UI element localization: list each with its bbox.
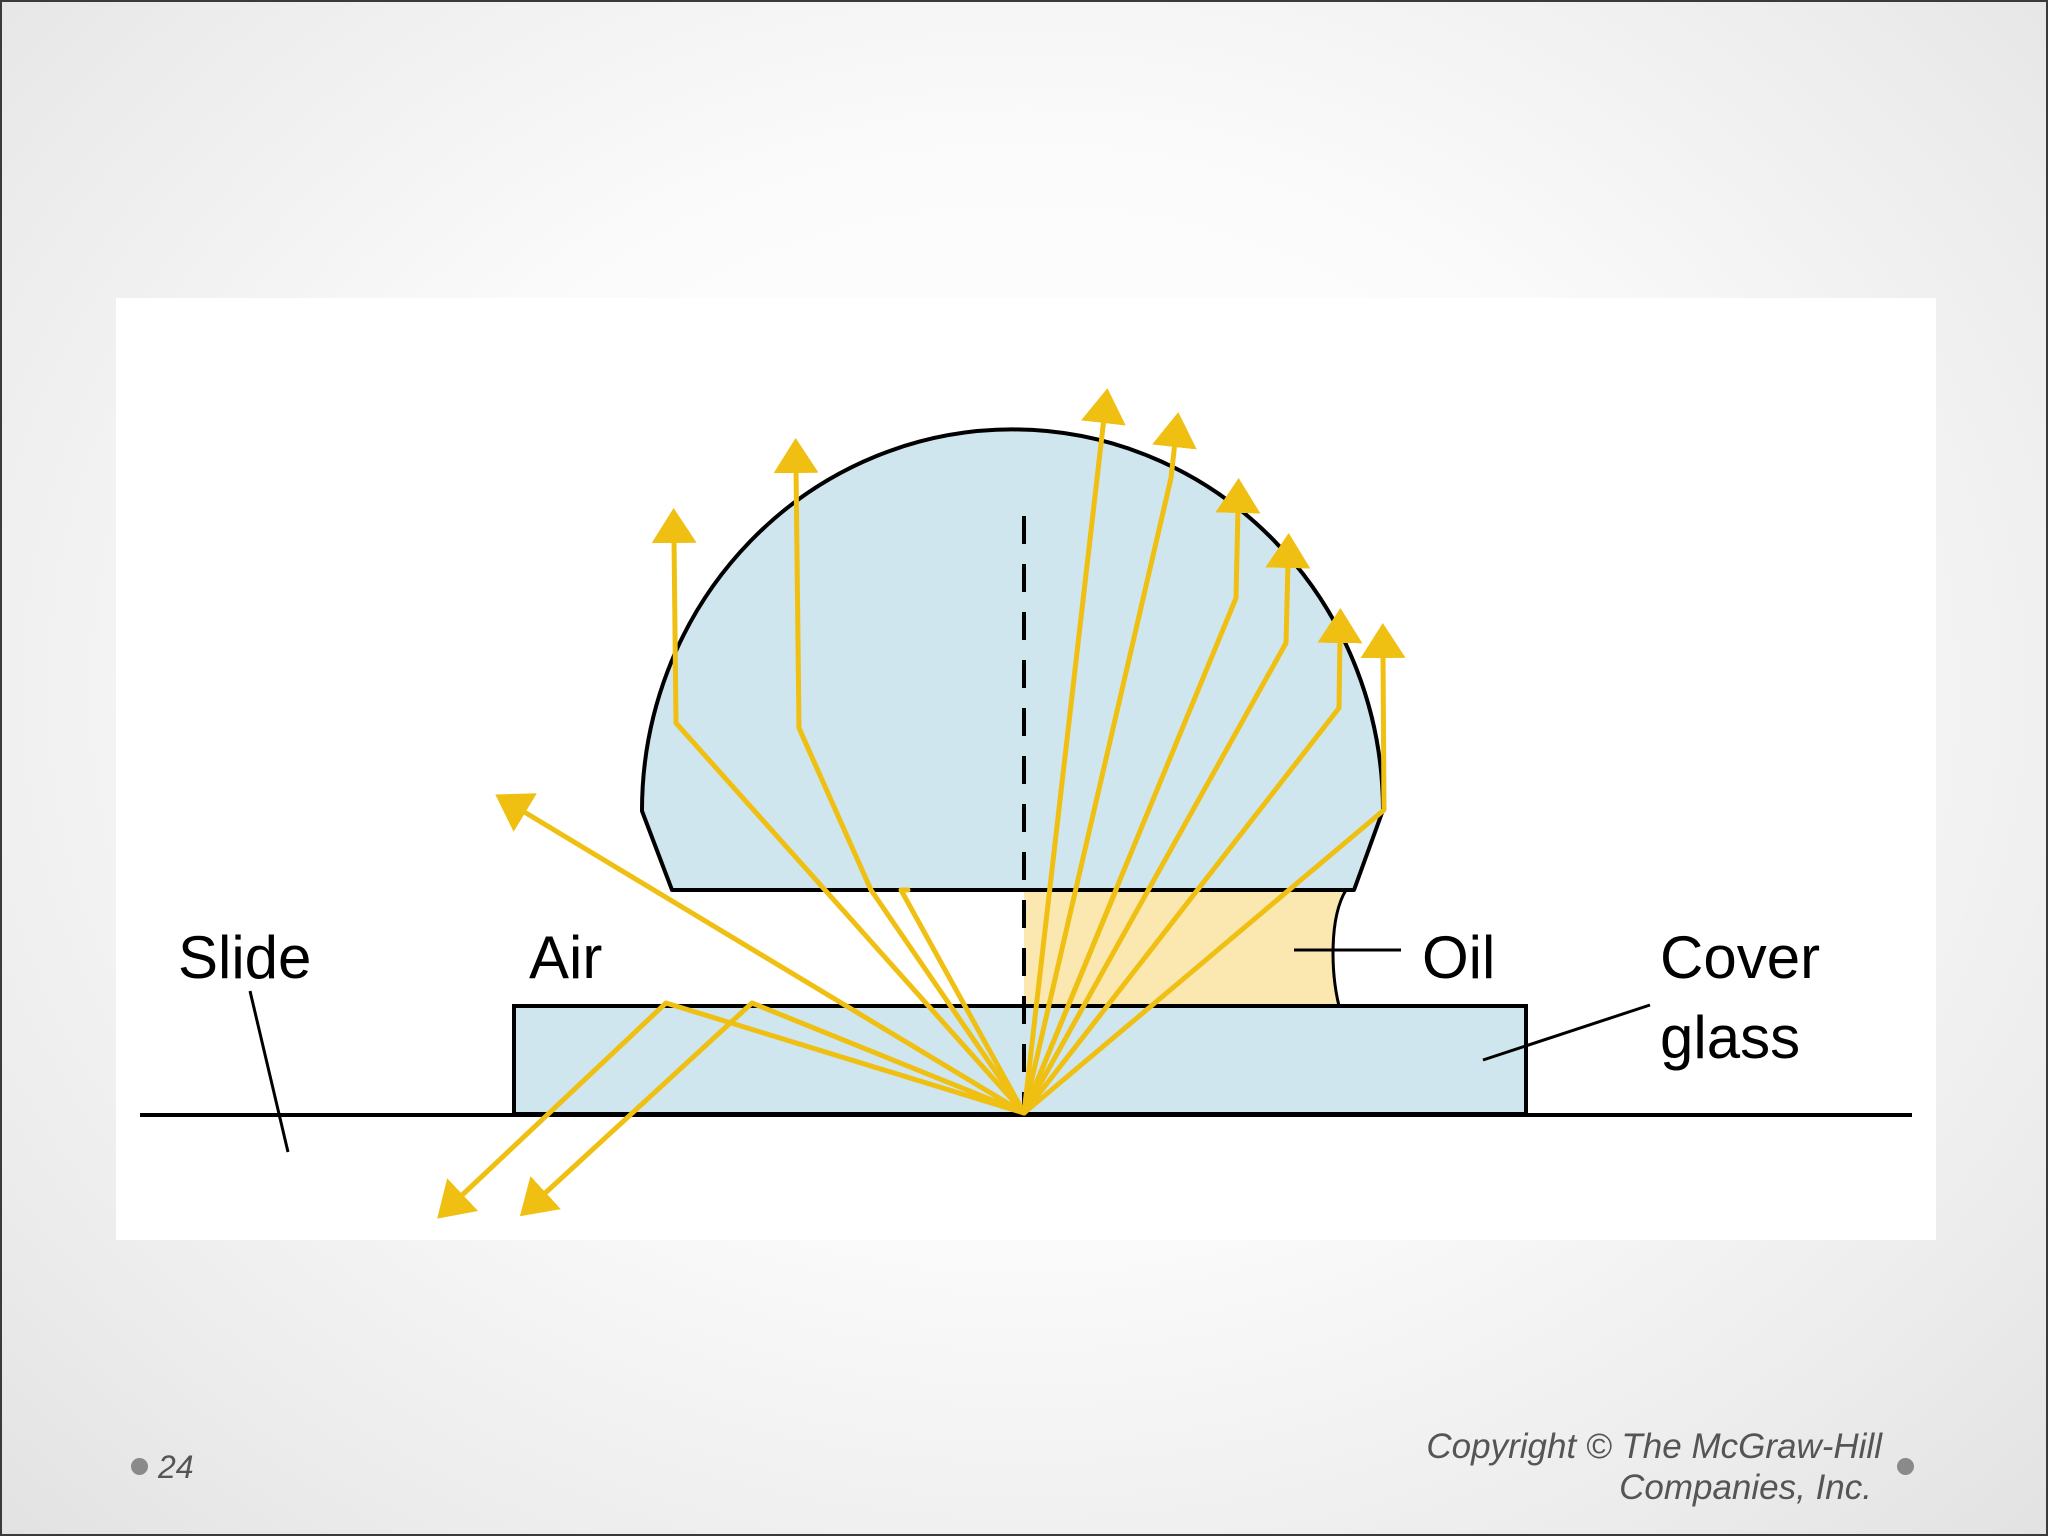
slide-label: Slide [178, 924, 311, 991]
copyright-notice: Copyright © The McGraw-Hill Companies, I… [1122, 1426, 1882, 1508]
ray-oil-7 [1021, 887, 1119, 1116]
ray-oil-6 [1021, 623, 1406, 1116]
figure-panel: Slide Air Oil Cover glass [116, 298, 1936, 1240]
air-label: Air [529, 924, 602, 991]
oil-immersion-diagram: Slide Air Oil Cover glass [140, 388, 1912, 1219]
footer-bullet-right [1897, 1458, 1914, 1475]
air-side-light-rays [437, 438, 1027, 1219]
copyright-line-1: Copyright © The McGraw-Hill [1426, 1427, 1882, 1466]
ray-oil-5 [1021, 608, 1363, 1116]
cover-glass-leader [1482, 1003, 1651, 1062]
cover-glass-label-line2: glass [1660, 1004, 1800, 1071]
ray-oil-2 [1021, 412, 1197, 1116]
slide-number: 24 [158, 1449, 194, 1485]
oil-meniscus [1331, 889, 1348, 1007]
cover-glass [512, 1004, 1528, 1116]
ray-oil-1 [1021, 388, 1126, 1116]
oil-side-light-rays [1021, 388, 1406, 1116]
ray-oil-4 [1021, 533, 1311, 1116]
ray-air-3 [898, 887, 1027, 1116]
objective-lens [640, 427, 1385, 892]
footer-bullet-left [131, 1458, 148, 1475]
ray-air-2 [651, 508, 1027, 1116]
slide-leader-line [248, 990, 290, 1153]
cover-glass-label-line1: Cover [1660, 924, 1820, 991]
ray-air-1 [773, 438, 1027, 1116]
ray-refracted-out [495, 793, 1027, 1116]
ray-reflected-left [437, 1000, 1027, 1219]
oil-label: Oil [1422, 924, 1495, 991]
copyright-line-2: Companies, Inc. [1619, 1468, 1872, 1507]
ray-reflected-right [519, 1000, 1027, 1217]
